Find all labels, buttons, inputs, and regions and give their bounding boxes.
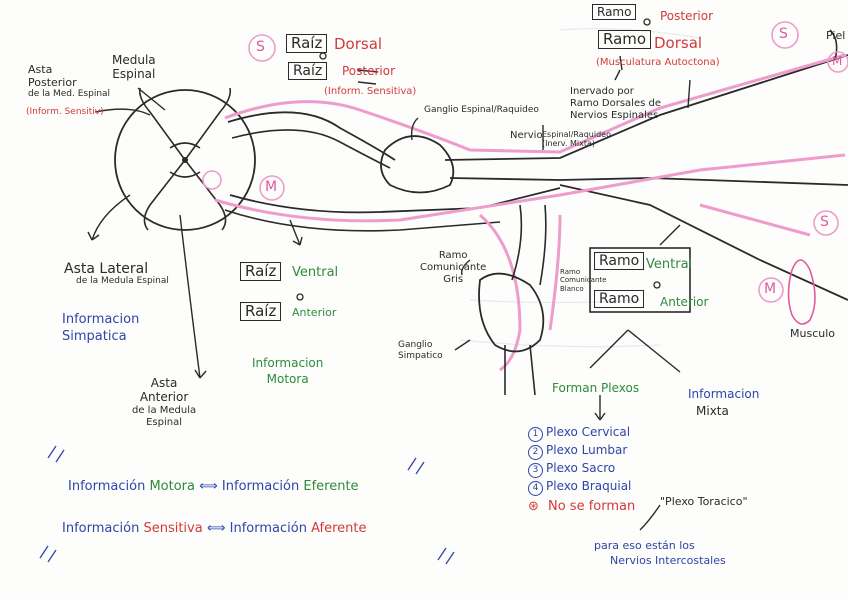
ventral-root-lower (224, 209, 501, 232)
box-raiz-posterior: Raíz (288, 62, 328, 80)
letter-m-spinal: M (265, 179, 278, 195)
dorsal-root-lower (231, 129, 391, 169)
box-raiz-dorsal: Raíz (286, 34, 328, 53)
dorsal-root-ganglion (380, 135, 455, 194)
label-ganglio-simpatico: Ganglio Simpatico (398, 340, 443, 361)
pointer-arrows (87, 55, 691, 531)
background-bleed (459, 28, 701, 348)
label-inervado-por: Inervado por Ramo Dorsales de Nervios Es… (570, 86, 661, 121)
central-canal (182, 157, 188, 163)
letter-s-dorsal: S (256, 39, 265, 55)
box-ramo-ventral: Ramo (594, 252, 645, 270)
label-piel: Piel (826, 29, 846, 42)
dorsal-root-upper (227, 111, 396, 161)
label-asta-posterior: Asta Posterior de la Med. Espinal (28, 63, 111, 99)
nerve-trunk-dorsal (444, 54, 848, 161)
label-anterior: Anterior (292, 306, 337, 319)
plexo-number: 3 (528, 463, 543, 478)
box-ramo-dorsal: Ramo (598, 30, 652, 49)
label-nervio: Nervio (510, 130, 543, 141)
label-ramo-ventral: Ventral (646, 257, 693, 272)
label-musculo: Musculo (790, 327, 835, 340)
label-dorsal: Dorsal (334, 35, 383, 53)
label-asta-lateral: Asta Lateral de la Medula Espinal (64, 261, 169, 287)
ramo-ventral-frame (589, 247, 691, 313)
label-musculatura-autoctona: (Musculatura Autoctona) (596, 57, 720, 68)
double-arrow-icon: ⟺ (206, 521, 226, 536)
sm-circles (202, 21, 848, 303)
equivalence-sensitiva-aferente: Información Sensitiva ⟺ Información Afer… (62, 521, 367, 536)
plexo-number: 1 (528, 427, 543, 442)
plexo-number: 2 (528, 445, 543, 460)
label-intercostales: para eso están los Nervios Intercostales (594, 539, 726, 568)
sympathetic-ganglion (478, 272, 545, 353)
sympathetic-chain (504, 344, 536, 396)
label-ramo-dorsal: Dorsal (654, 34, 703, 52)
label-asta-posterior-info: (Inform. Sensitiv) (26, 107, 104, 117)
equivalence-motora-eferente: Información Motora ⟺ Información Eferent… (68, 479, 359, 494)
skin-arc (829, 29, 838, 61)
ventral-root-upper (229, 187, 561, 214)
asterisk-icon: ⊛ (528, 499, 539, 514)
label-medula-espinal: Medula Espinal (112, 53, 156, 81)
box-ramo-posterior: Ramo (592, 4, 637, 20)
label-ganglio-espinal: Ganglio Espinal/Raquideo (424, 105, 539, 115)
letter-m-muscle: M (764, 281, 777, 297)
box-raiz-ventral: Raíz (240, 262, 282, 281)
muscle-shape (787, 259, 816, 325)
label-ventral: Ventral (292, 265, 339, 280)
nerve-trunk-middle (449, 177, 848, 186)
letter-s-trunk: S (820, 214, 829, 230)
label-no-se-forman: No se forman (548, 499, 636, 514)
label-ramo-comunicante-blanco: Ramo Comunicante Blanco (560, 268, 607, 293)
box-ramo-anterior: Ramo (594, 290, 645, 308)
label-ramo-comunicante-gris: Ramo Comunicante Gris (420, 250, 487, 285)
nerve-trunk-ventral (559, 184, 848, 301)
label-inform-sensitiva: (Inform. Sensitiva) (324, 86, 417, 97)
decorative-slashes (39, 445, 455, 565)
pink-fibers (214, 53, 846, 372)
label-ramo-posterior: Posterior (660, 9, 714, 23)
label-ramo-anterior: Anterior (660, 295, 709, 309)
label-asta-anterior: Asta Anterior de la Medula Espinal (132, 376, 197, 428)
label-info-motora: Informacion Motora (252, 356, 324, 386)
letter-s-ramo: S (779, 26, 788, 42)
label-info-mixta: Informacion Mixta (688, 387, 760, 418)
spinal-cord-outline (114, 89, 256, 231)
label-nervio-espinal-sub: Espinal/Raquideo (Inerv. Mixta) (542, 130, 611, 149)
label-posterior: Posterior (342, 64, 396, 78)
label-plexo-toracico: "Plexo Toracico" (660, 495, 748, 508)
label-info-simpatica: Informacion Simpatica (62, 312, 140, 344)
letter-m-skin: M (832, 54, 843, 68)
label-forman-plexos: Forman Plexos (552, 381, 640, 395)
double-arrow-icon: ⟺ (199, 479, 218, 494)
box-connector-dots (296, 18, 661, 301)
box-raiz-anterior: Raíz (240, 302, 282, 321)
plexo-number: 4 (528, 481, 543, 496)
rami-communicantes (511, 204, 547, 286)
gray-matter-butterfly (138, 87, 232, 231)
